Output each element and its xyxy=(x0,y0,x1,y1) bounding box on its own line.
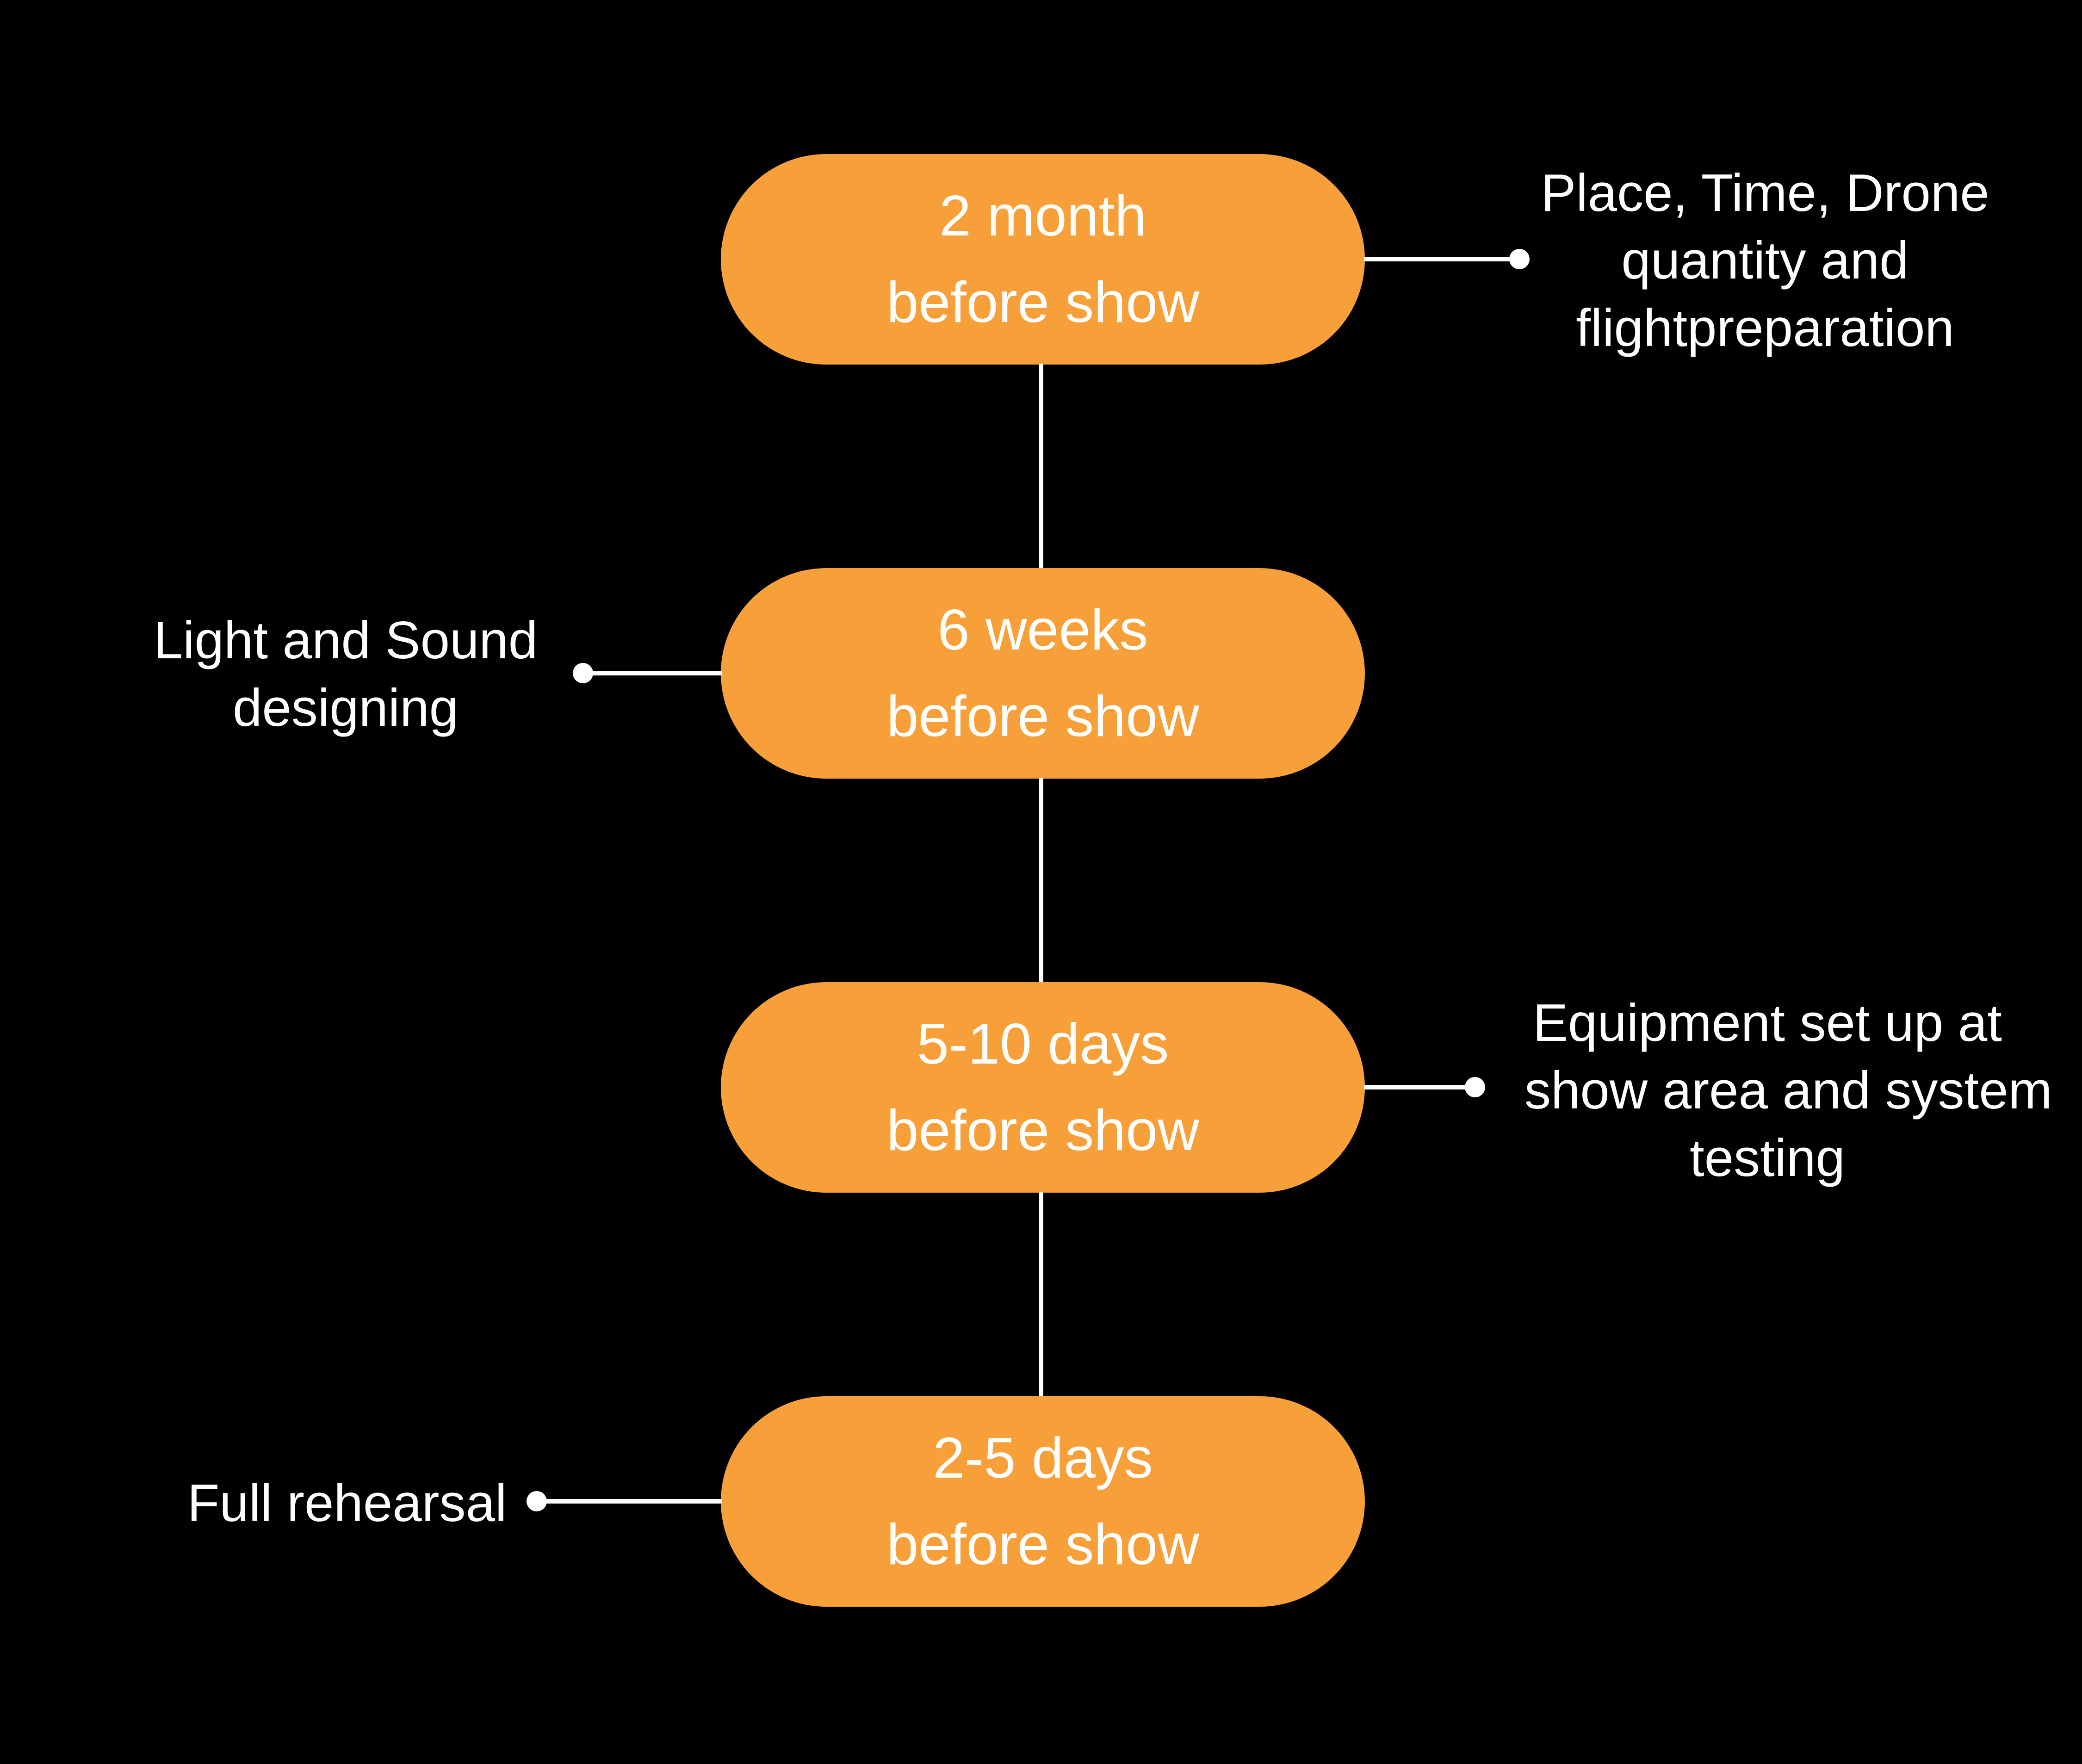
step-pill-2-month: 2 month before show xyxy=(721,154,1365,365)
note-text-line: Equipment set up at xyxy=(1533,994,2002,1052)
note-connector-line xyxy=(1364,257,1512,261)
pill-label-line: 5-10 days xyxy=(917,1012,1169,1076)
pill-label-line: before show xyxy=(886,1098,1199,1163)
note-step-2: Light and Sound designing xyxy=(103,607,589,742)
flow-connector-vertical xyxy=(1039,1192,1043,1397)
note-text-line: show area and system xyxy=(1524,1061,2052,1120)
step-pill-6-weeks: 6 weeks before show xyxy=(721,568,1365,779)
pill-label-line: before show xyxy=(886,270,1199,334)
step-pill-5-10-days: 5-10 days before show xyxy=(721,982,1365,1193)
note-text-line: designing xyxy=(232,679,459,737)
note-step-4: Full rehearsal xyxy=(104,1470,590,1537)
note-connector-dot xyxy=(1509,249,1530,269)
flow-connector-vertical xyxy=(1039,364,1043,569)
note-text-line: flightpreparation xyxy=(1576,299,1954,358)
note-connector-line xyxy=(1364,1085,1468,1089)
note-text-line: quantity and xyxy=(1621,231,1909,290)
pill-label-line: 2-5 days xyxy=(933,1426,1153,1490)
pill-label-line: 2 month xyxy=(939,184,1147,248)
note-step-3: Equipment set up at show area and system… xyxy=(1524,990,2052,1192)
pill-label-line: before show xyxy=(886,684,1199,749)
note-text-line: Full rehearsal xyxy=(187,1474,507,1533)
note-connector-dot xyxy=(527,1491,547,1511)
note-text-line: Light and Sound xyxy=(153,611,538,670)
note-connector-line xyxy=(540,1499,722,1504)
note-step-1: Place, Time, Drone quantity and flightpr… xyxy=(1522,160,2008,362)
flow-connector-vertical xyxy=(1039,778,1043,983)
note-text-line: testing xyxy=(1690,1129,1845,1188)
note-text-line: Place, Time, Drone xyxy=(1541,164,1989,223)
note-connector-dot xyxy=(1465,1077,1485,1097)
note-connector-line xyxy=(587,671,722,675)
step-pill-2-5-days: 2-5 days before show xyxy=(721,1396,1365,1607)
pill-label-line: 6 weeks xyxy=(937,598,1148,662)
note-connector-dot xyxy=(573,663,593,683)
pill-label-line: before show xyxy=(886,1512,1199,1577)
